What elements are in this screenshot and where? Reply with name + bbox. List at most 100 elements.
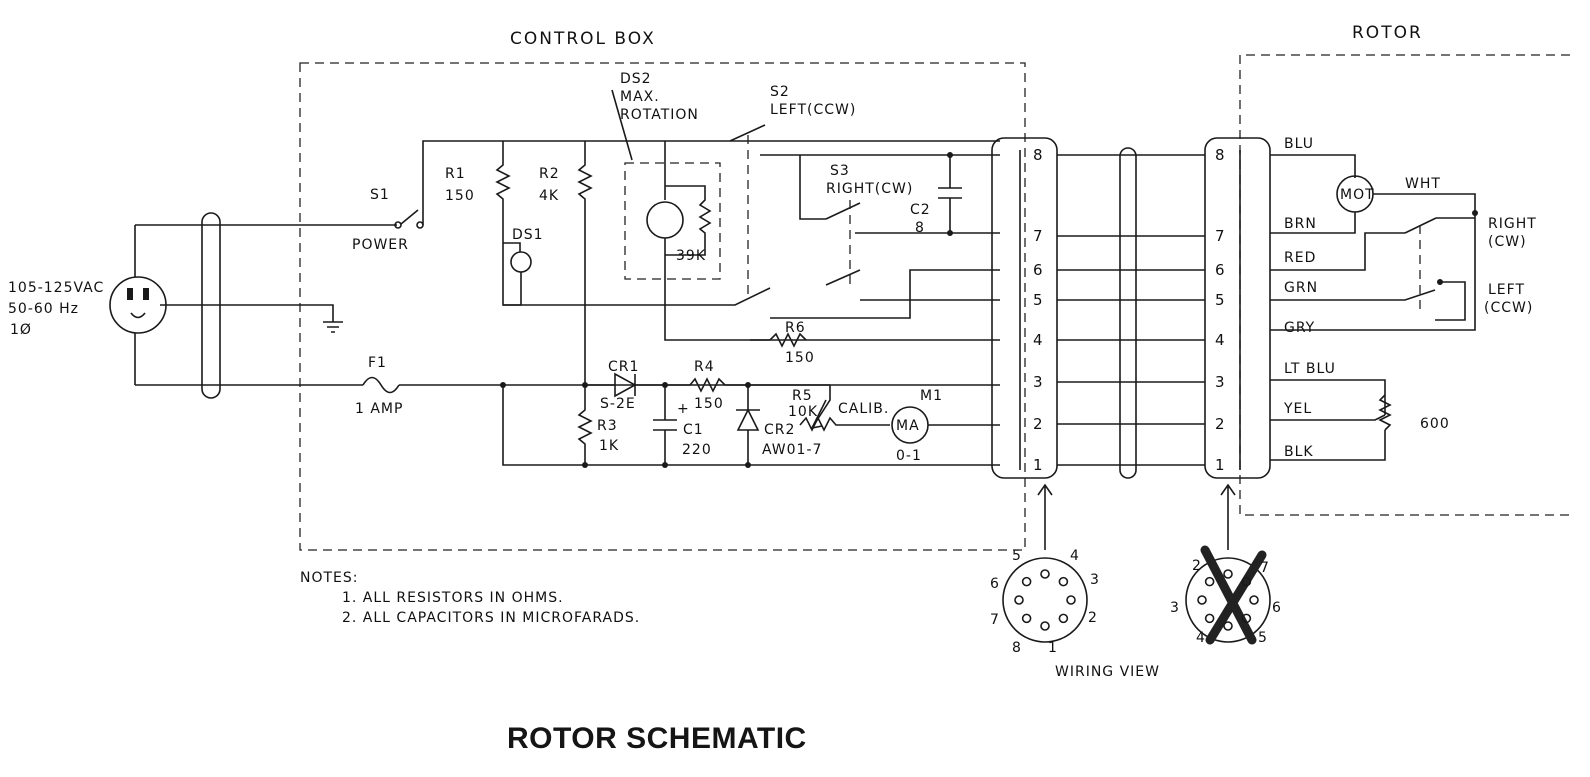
diagram-title: ROTOR SCHEMATIC (507, 722, 807, 755)
s3-desc: RIGHT(CW) (826, 181, 913, 197)
left-limit-label-2: (CCW) (1484, 300, 1533, 316)
s2-desc: LEFT(CCW) (770, 102, 856, 118)
pot-value: 600 (1420, 416, 1450, 432)
wiring-pin-number: 5 (1012, 548, 1022, 564)
r6-resistor-icon (750, 332, 807, 348)
left-limit-label-1: LEFT (1488, 282, 1525, 298)
wiring-pin-number: 8 (1012, 640, 1022, 656)
r1-value: 150 (445, 188, 475, 204)
cr2-value: AW01-7 (762, 442, 822, 458)
control-pin-label: 6 (1033, 261, 1043, 279)
cr1-value: S-2E (600, 396, 636, 412)
wiring-pin-number: 2 (1192, 558, 1202, 574)
s1-label: S1 (370, 187, 390, 203)
control-pin-label: 1 (1033, 456, 1043, 474)
rotor-wire-label: YEL (1283, 401, 1312, 417)
r2-label: R2 (539, 166, 560, 182)
c1-value: 220 (682, 442, 712, 458)
rotor-circuit-icon (1270, 154, 1478, 461)
s3-label: S3 (830, 163, 850, 179)
wiring-pin-number: 7 (1260, 560, 1270, 576)
note-item-2: 2. ALL CAPACITORS IN MICROFARADS. (342, 610, 640, 626)
rotor-wire-label: LT BLU (1284, 361, 1336, 377)
f1-fuse-icon (362, 376, 1000, 394)
wiring-pin-number: 1 (1048, 640, 1058, 656)
rotor-pin-label: 5 (1215, 291, 1225, 309)
r5-label: R5 (792, 388, 813, 404)
r1-label: R1 (445, 166, 466, 182)
control-terminal-strip (991, 137, 1058, 479)
connector-pin-hole (1204, 613, 1215, 624)
notes-heading: NOTES: (300, 570, 359, 586)
c1-label: C1 (683, 422, 704, 438)
ds1-lamp-icon (510, 251, 532, 273)
c1-plus: + (677, 401, 690, 417)
wiring-view-label: WIRING VIEW (1055, 664, 1160, 680)
r5-value: 10K (788, 404, 818, 420)
r3-label: R3 (597, 418, 618, 434)
note-item-1: 1. ALL RESISTORS IN OHMS. (342, 590, 564, 606)
wiring-pin-number: 6 (990, 576, 1000, 592)
rotor-pin-label: 4 (1215, 331, 1225, 349)
rotor-wire-label: BLU (1284, 136, 1314, 152)
wiring-pin-number: 2 (1088, 610, 1098, 626)
connector-pin-hole (1204, 576, 1215, 587)
wiring-pin-number: 6 (1272, 600, 1282, 616)
r1-resistor-icon (495, 141, 532, 306)
connector-pin-hole (1058, 576, 1069, 587)
calib-label: CALIB. (838, 401, 889, 417)
metering-circuit-icon (500, 372, 1000, 468)
rotor-pin-label: 6 (1215, 261, 1225, 279)
r2-value: 4K (539, 188, 559, 204)
power-plug-icon (109, 276, 167, 334)
ds2-resistor-value: 39K (676, 248, 706, 264)
input-phase-label: 1Ø (10, 322, 32, 338)
interconnect-cable (1057, 154, 1205, 466)
rotor-pin-label: 7 (1215, 227, 1225, 245)
rotor-wire-label: BRN (1284, 216, 1317, 232)
s2-s3-switch-icon (503, 124, 1000, 319)
wiring-pin-number: 3 (1090, 572, 1100, 588)
connector-pin-hole (1241, 613, 1252, 624)
m1-label: M1 (920, 388, 943, 404)
ds2-lamp-assembly-icon (611, 89, 1000, 341)
right-limit-label-1: RIGHT (1488, 216, 1537, 232)
r3-value: 1K (599, 438, 619, 454)
connector-pin-hole (1021, 576, 1032, 587)
m1-symbol: MA (896, 418, 920, 434)
cable-sheath-icon (201, 212, 221, 399)
rotor-pin-label: 8 (1215, 146, 1225, 164)
c2-label: C2 (910, 202, 931, 218)
r6-value: 150 (785, 350, 815, 366)
wiring-pin-number: 4 (1196, 630, 1206, 646)
s1-power-switch-icon (394, 140, 1000, 229)
wiring-pin-number: 5 (1258, 630, 1268, 646)
ds2-desc-2: ROTATION (620, 107, 699, 123)
control-pin-label: 5 (1033, 291, 1043, 309)
m1-range: 0-1 (896, 448, 922, 464)
cable-sheath-icon (1119, 147, 1137, 479)
rotor-pin-label: 2 (1215, 415, 1225, 433)
f1-desc: 1 AMP (355, 401, 403, 417)
control-box-label: CONTROL BOX (510, 29, 656, 49)
rotor-wire-label: GRN (1284, 280, 1318, 296)
ds2-desc-1: MAX. (620, 89, 660, 105)
f1-label: F1 (368, 355, 387, 371)
rotor-wire-label: BLK (1284, 444, 1314, 460)
connector-8pin-icon (1002, 483, 1088, 643)
control-pin-label: 8 (1033, 146, 1043, 164)
input-voltage-label: 105-125VAC (8, 280, 104, 296)
wiring-pin-number: 7 (990, 612, 1000, 628)
ds2-label: DS2 (620, 71, 652, 87)
control-box-outline (299, 62, 1026, 551)
rotor-pin-label: 3 (1215, 373, 1225, 391)
motor-label: MOT (1340, 187, 1375, 203)
connector-pin-hole (1058, 613, 1069, 624)
connector-pin-hole (1014, 595, 1024, 605)
connector-pin-hole (1223, 621, 1233, 631)
